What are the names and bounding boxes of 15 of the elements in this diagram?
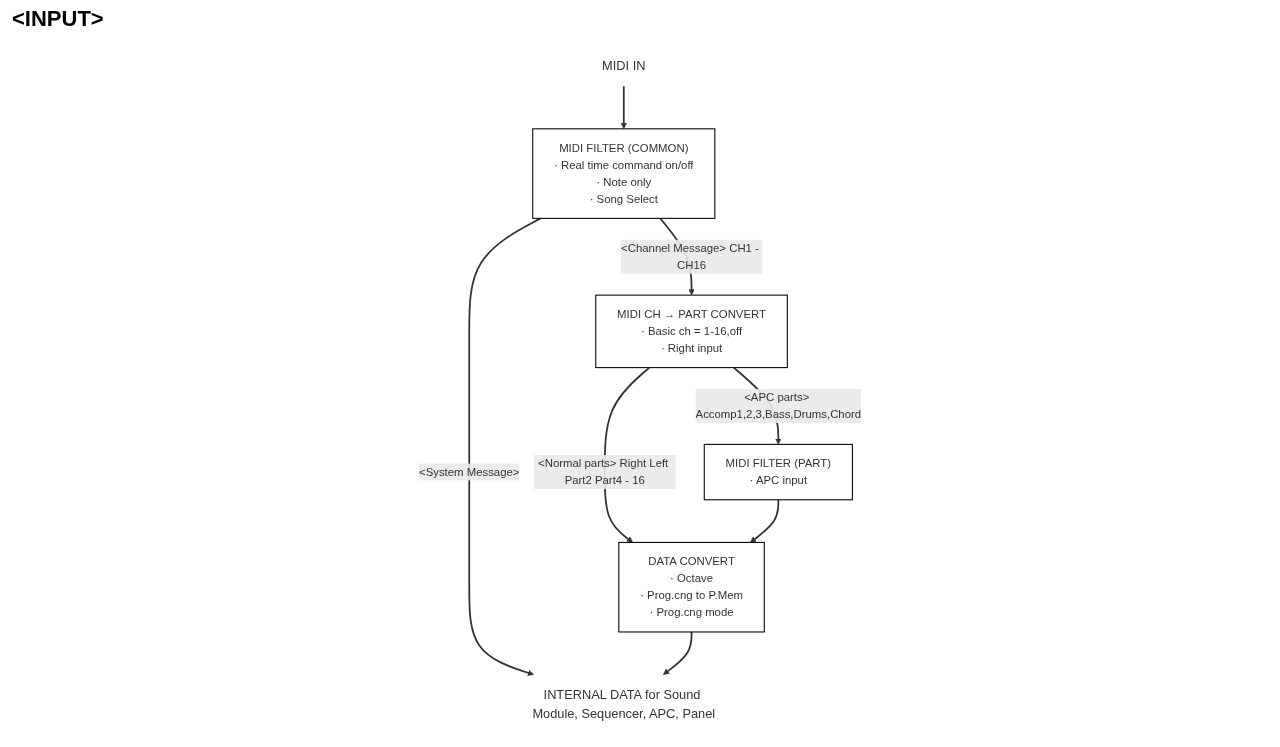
arrow — [750, 498, 780, 543]
node-box: DATA CONVERT · Octave · Prog.cng to P.Mem · Prog.cng mode — [618, 541, 765, 633]
node-box: MIDI FILTER (COMMON) · Real time command on/off · Note only · Song Select — [532, 128, 716, 219]
arrow — [468, 217, 542, 676]
edge-label: <System Message> — [418, 465, 520, 478]
edge-label: <Normal parts> Right Left Part2 Part4 - 16 — [538, 457, 669, 487]
node-text: MIDI IN — [602, 58, 646, 73]
edge-label: <Channel Message> CH1 - CH16 — [621, 241, 759, 271]
diagram-title: <INPUT> — [12, 6, 104, 32]
arrow — [662, 631, 693, 675]
edge-label: <APC parts> Accomp1,2,3,Bass,Drums,Chord — [695, 391, 862, 421]
node-box: MIDI FILTER (PART) · APC input — [703, 443, 853, 501]
arrow — [620, 85, 627, 130]
node-text: INTERNAL DATA for Sound Module, Sequencer, APC, Panel — [532, 687, 716, 721]
node-box: MIDI CH → PART CONVERT · Basic ch = 1-16,off · Right input — [595, 294, 788, 369]
